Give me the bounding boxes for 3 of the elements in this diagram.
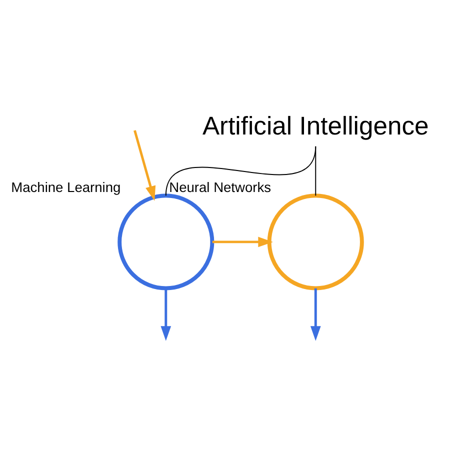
node-label: Machine Learning [11, 179, 121, 194]
node-text: Artificial Intelligence [202, 112, 429, 140]
node-label: Neural Networks [169, 179, 272, 194]
